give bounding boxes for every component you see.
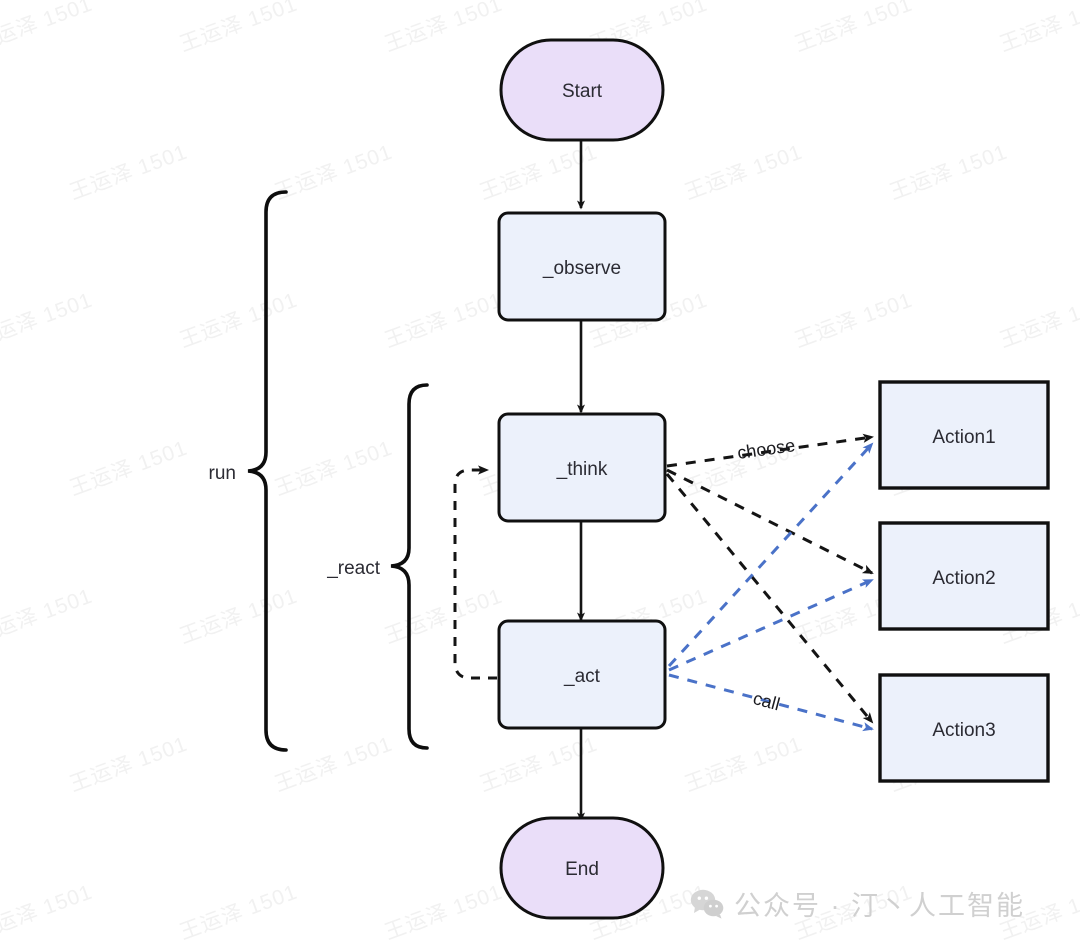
edge-label-call: call bbox=[751, 688, 782, 714]
edge-act-to-think-feedback bbox=[453, 465, 497, 680]
node-end-shape bbox=[499, 816, 665, 920]
node-action2-label: Action2 bbox=[932, 568, 995, 589]
node-action1-shape bbox=[878, 380, 1050, 490]
node-start-label: Start bbox=[562, 81, 603, 102]
node-observe-shape bbox=[497, 211, 667, 322]
edge-group-call bbox=[667, 442, 874, 732]
edge-group-choose bbox=[665, 433, 874, 724]
node-end-label: End bbox=[565, 859, 599, 880]
brace-react-label: _react bbox=[326, 558, 381, 579]
brace-react: _react bbox=[326, 383, 429, 750]
node-action3-shape bbox=[878, 673, 1050, 783]
node-start[interactable]: Start bbox=[499, 38, 665, 142]
node-action1[interactable]: Action1 bbox=[878, 380, 1050, 490]
edge-think-to-action3 bbox=[665, 473, 874, 724]
node-action3[interactable]: Action3 bbox=[878, 673, 1050, 783]
node-end[interactable]: End bbox=[499, 816, 665, 920]
node-think[interactable]: _think bbox=[497, 412, 667, 523]
brace-run-label: run bbox=[209, 463, 236, 484]
node-action2[interactable]: Action2 bbox=[878, 521, 1050, 631]
edge-think-to-action1 bbox=[666, 433, 874, 468]
node-think-shape bbox=[497, 412, 667, 523]
node-act-label: _act bbox=[563, 666, 601, 687]
node-observe-label: _observe bbox=[542, 258, 621, 279]
edge-think-to-action2 bbox=[666, 468, 874, 575]
edge-act-to-action2 bbox=[668, 578, 874, 672]
brace-run: run bbox=[209, 190, 288, 752]
node-action3-label: Action3 bbox=[932, 720, 995, 741]
node-think-label: _think bbox=[556, 459, 608, 480]
node-observe[interactable]: _observe bbox=[497, 211, 667, 322]
node-start-shape bbox=[499, 38, 665, 142]
node-action2-shape bbox=[878, 521, 1050, 631]
node-action1-label: Action1 bbox=[932, 427, 995, 448]
edge-act-to-action1 bbox=[667, 442, 874, 668]
edge-label-choose: choose bbox=[736, 435, 796, 463]
node-act[interactable]: _act bbox=[497, 619, 667, 730]
node-act-shape bbox=[497, 619, 667, 730]
edge-act-to-action3 bbox=[668, 673, 874, 732]
